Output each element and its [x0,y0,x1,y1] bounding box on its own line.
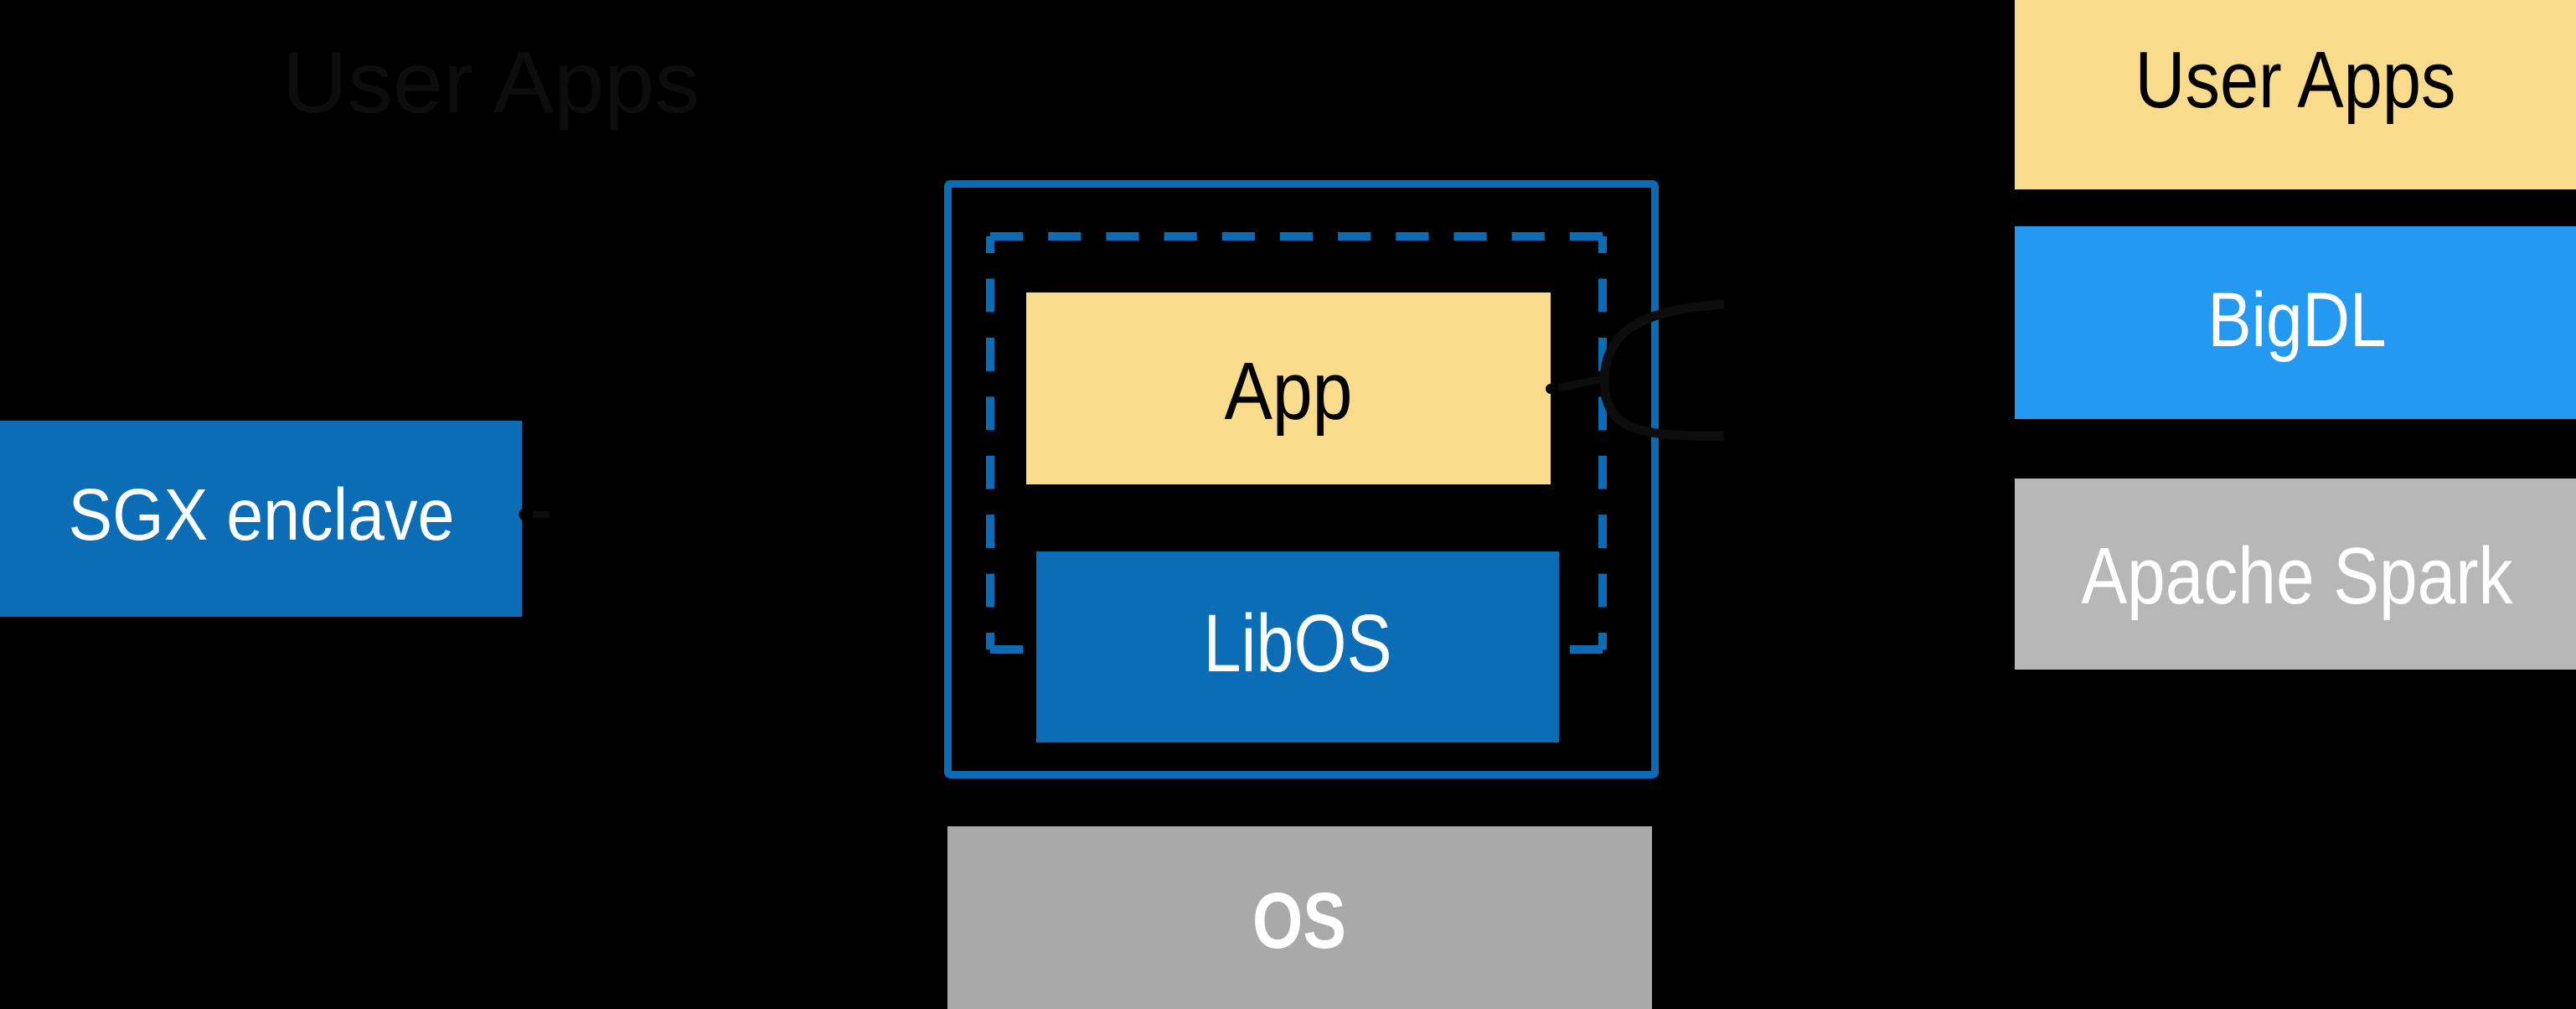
svg-text:LibOS: LibOS [1204,598,1392,689]
svg-text:Apache Spark: Apache Spark [2082,531,2514,621]
svg-text:User Apps: User Apps [282,34,700,132]
svg-text:User Apps: User Apps [2135,35,2456,125]
svg-text:App: App [1225,345,1353,437]
svg-text:SGX enclave: SGX enclave [69,474,455,556]
svg-text:OS: OS [1252,877,1346,965]
svg-text:BigDL: BigDL [2208,277,2387,363]
